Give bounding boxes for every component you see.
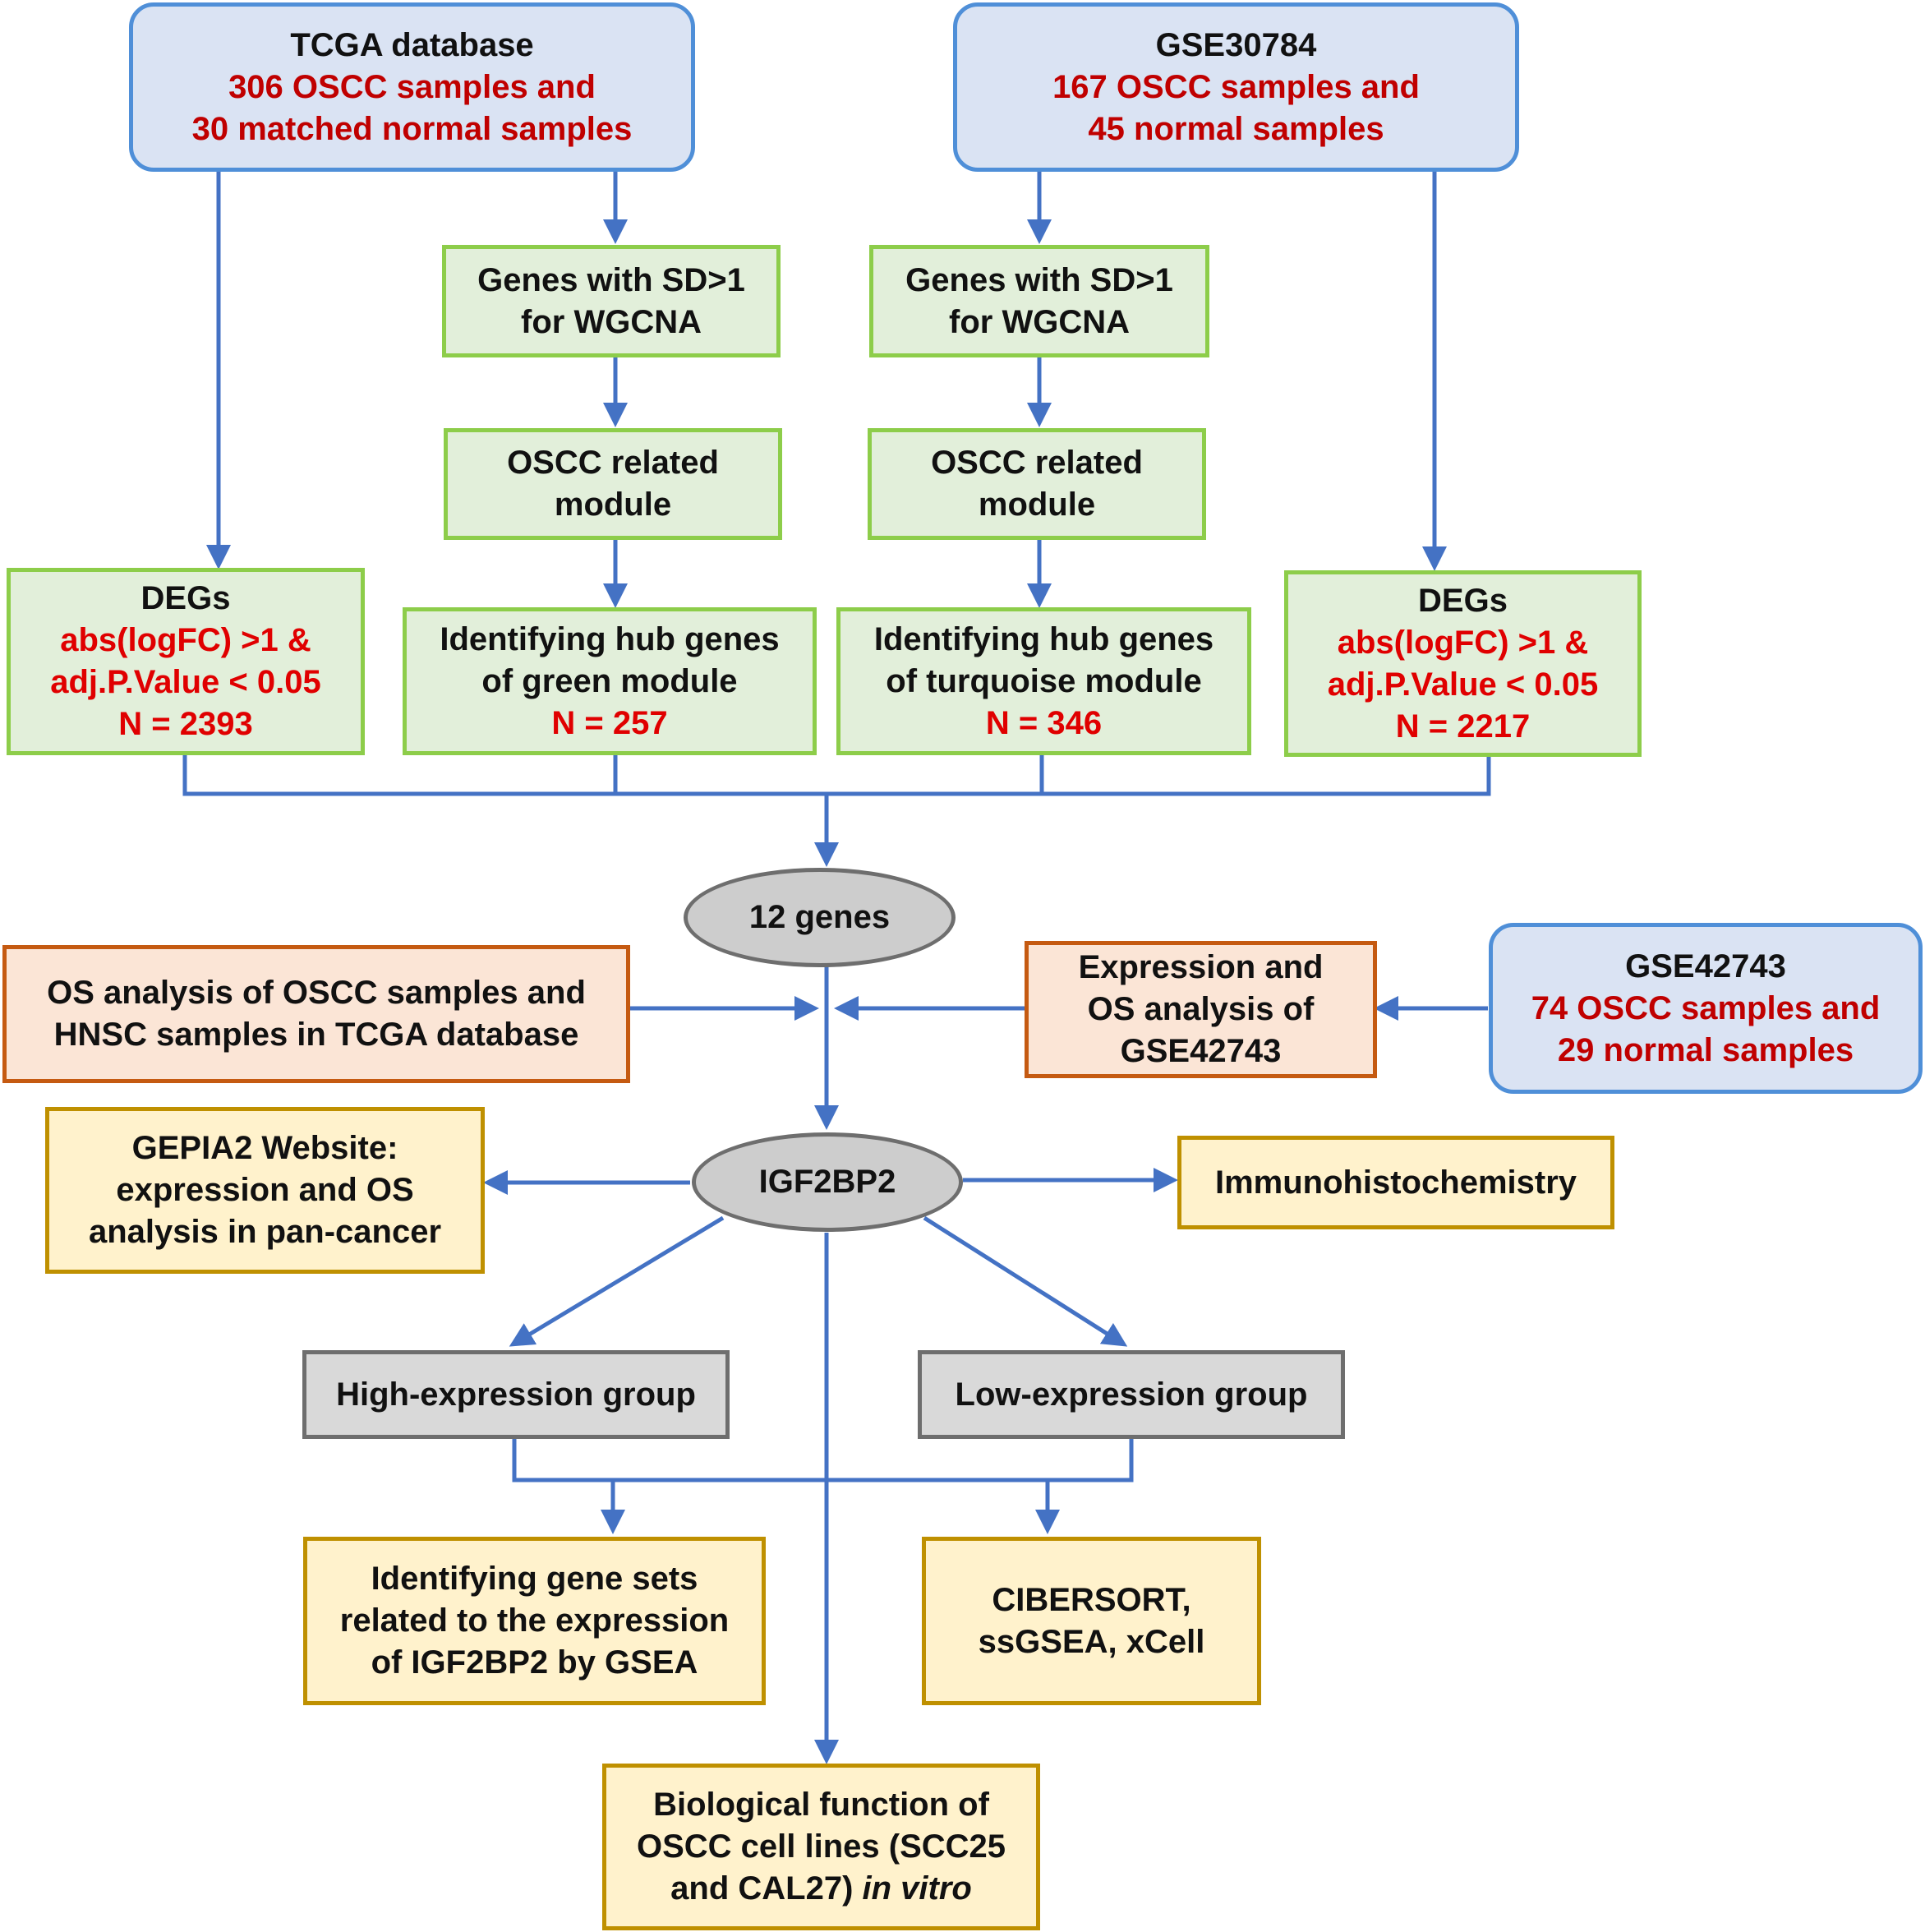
igf2bp2-label: IGF2BP2 [758, 1164, 896, 1200]
gsea-box: Identifying gene sets related to the exp… [303, 1537, 766, 1705]
expression-gse42743-line2: OS analysis of [1087, 991, 1315, 1027]
low-expression-group-box: Low-expression group [918, 1350, 1345, 1439]
gsea-line2: related to the expression [339, 1602, 730, 1639]
module-left-box: OSCC related module [444, 428, 782, 540]
hub-turquoise-line1: Identifying hub genes [873, 620, 1214, 657]
sd-filter-left-line2: for WGCNA [521, 303, 702, 340]
os-tcga-box: OS analysis of OSCC samples and HNSC sam… [2, 945, 630, 1083]
connector-igf2bp2-to-high [509, 1215, 725, 1347]
gse42743-box: GSE42743 74 OSCC samples and 29 normal s… [1489, 923, 1923, 1094]
tcga-samples-line1: 306 OSCC samples and [228, 68, 596, 105]
gse42743-samples-line1: 74 OSCC samples and [1531, 989, 1881, 1026]
sd-filter-right-line2: for WGCNA [949, 303, 1130, 340]
cibersort-line1: CIBERSORT, [992, 1581, 1191, 1618]
degs-left-box: DEGs abs(logFC) >1 & adj.P.Value < 0.05 … [7, 568, 365, 755]
gsea-line3: of IGF2BP2 by GSEA [371, 1644, 698, 1681]
gse30784-samples-line1: 167 OSCC samples and [1052, 68, 1420, 105]
biological-function-line1: Biological function of [653, 1787, 989, 1823]
gse42743-title: GSE42743 [1625, 948, 1786, 984]
gepia2-line2: expression and OS [116, 1172, 414, 1208]
degs-left-line1: abs(logFC) >1 & [60, 622, 311, 658]
twelve-genes-oval: 12 genes [684, 868, 956, 967]
os-tcga-line2: HNSC samples in TCGA database [53, 1017, 579, 1053]
gse30784-samples-line2: 45 normal samples [1088, 110, 1384, 147]
hub-green-box: Identifying hub genes of green module N … [403, 607, 817, 755]
gse30784-box: GSE30784 167 OSCC samples and 45 normal … [953, 2, 1519, 172]
degs-left-line2: adj.P.Value < 0.05 [50, 664, 321, 700]
biological-function-line2: OSCC cell lines (SCC25 [636, 1828, 1006, 1865]
module-right-line2: module [978, 486, 1096, 523]
sd-filter-right-line1: Genes with SD>1 [905, 261, 1173, 298]
expression-gse42743-line3: GSE42743 [1120, 1033, 1282, 1069]
module-left-line1: OSCC related [507, 445, 719, 481]
degs-right-count: N = 2217 [1395, 708, 1531, 745]
immunohistochemistry-box: Immunohistochemistry [1177, 1136, 1614, 1229]
igf2bp2-oval: IGF2BP2 [692, 1132, 963, 1232]
low-expression-group-label: Low-expression group [955, 1376, 1308, 1413]
tcga-database-box: TCGA database 306 OSCC samples and 30 ma… [129, 2, 695, 172]
degs-right-line2: adj.P.Value < 0.05 [1327, 666, 1599, 703]
gepia2-line1: GEPIA2 Website: [131, 1130, 398, 1166]
biological-function-box: Biological function of OSCC cell lines (… [602, 1764, 1040, 1930]
twelve-genes-label: 12 genes [748, 899, 891, 935]
biological-function-in-vitro: in vitro [862, 1870, 972, 1907]
biological-function-line3: and CAL27) in vitro [670, 1868, 972, 1910]
gse42743-samples-line2: 29 normal samples [1557, 1031, 1854, 1068]
module-right-box: OSCC related module [868, 428, 1206, 540]
hub-green-count: N = 257 [551, 704, 668, 741]
degs-right-line1: abs(logFC) >1 & [1337, 624, 1589, 661]
module-left-line2: module [554, 486, 672, 523]
sd-filter-left-box: Genes with SD>1 for WGCNA [442, 245, 781, 357]
degs-left-title: DEGs [140, 580, 231, 616]
high-expression-group-label: High-expression group [336, 1376, 696, 1413]
expression-gse42743-line1: Expression and [1078, 949, 1324, 985]
gse30784-title: GSE30784 [1155, 26, 1317, 63]
sd-filter-right-box: Genes with SD>1 for WGCNA [869, 245, 1209, 357]
gepia2-box: GEPIA2 Website: expression and OS analys… [45, 1107, 485, 1274]
connector-groups-collector [512, 1438, 1134, 1482]
tcga-samples-line2: 30 matched normal samples [191, 110, 633, 147]
biological-function-line3-text: and CAL27) [670, 1870, 854, 1907]
connector-collector [182, 754, 1491, 796]
high-expression-group-box: High-expression group [302, 1350, 730, 1439]
hub-green-line2: of green module [481, 662, 738, 699]
degs-right-title: DEGs [1418, 582, 1508, 619]
module-right-line1: OSCC related [931, 445, 1143, 481]
degs-left-count: N = 2393 [118, 706, 253, 742]
connector-igf2bp2-to-low [923, 1215, 1128, 1347]
hub-turquoise-count: N = 346 [985, 704, 1103, 741]
hub-green-line1: Identifying hub genes [440, 620, 780, 657]
gepia2-line3: analysis in pan-cancer [88, 1214, 442, 1250]
os-tcga-line1: OS analysis of OSCC samples and [47, 975, 586, 1011]
degs-right-box: DEGs abs(logFC) >1 & adj.P.Value < 0.05 … [1284, 570, 1642, 757]
gsea-line1: Identifying gene sets [371, 1561, 698, 1597]
cibersort-box: CIBERSORT, ssGSEA, xCell [922, 1537, 1261, 1705]
hub-turquoise-box: Identifying hub genes of turquoise modul… [836, 607, 1251, 755]
immunohistochemistry-label: Immunohistochemistry [1214, 1164, 1577, 1201]
sd-filter-left-line1: Genes with SD>1 [477, 261, 745, 298]
hub-turquoise-line2: of turquoise module [886, 662, 1202, 699]
expression-gse42743-box: Expression and OS analysis of GSE42743 [1025, 941, 1377, 1078]
cibersort-line2: ssGSEA, xCell [978, 1623, 1205, 1660]
tcga-title: TCGA database [290, 26, 534, 63]
